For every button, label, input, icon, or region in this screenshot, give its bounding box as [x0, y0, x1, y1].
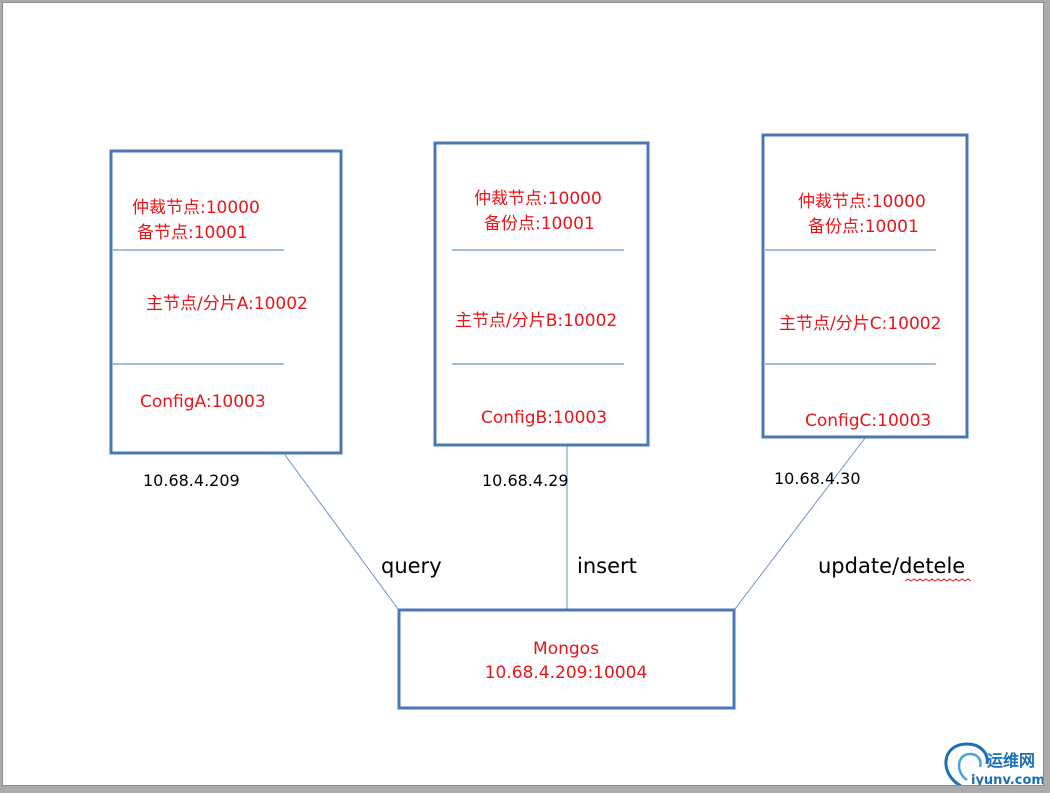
- shard-node-a-box: [109, 149, 343, 455]
- watermark-logo: 运维网 iyunv.com: [944, 742, 1044, 786]
- mongos-address: 10.68.4.209:10004: [485, 663, 648, 683]
- watermark-swirl-icon: [944, 742, 989, 785]
- shard-a-config: ConfigA:10003: [140, 392, 266, 412]
- shard-a-ip: 10.68.4.209: [143, 471, 240, 490]
- shard-b-config: ConfigB:10003: [481, 408, 607, 428]
- architecture-diagram: 仲裁节点:10000 备节点:10001 主节点/分片A:10002 Confi…: [109, 133, 1044, 786]
- shard-node-c: 仲裁节点:10000 备份点:10001 主节点/分片C:10002 Confi…: [761, 133, 969, 439]
- shard-node-a: 仲裁节点:10000 备节点:10001 主节点/分片A:10002 Confi…: [109, 149, 343, 455]
- shard-a-arbiter: 仲裁节点:10000: [132, 198, 260, 218]
- shard-c-config: ConfigC:10003: [805, 411, 931, 431]
- connector-shard-a-mongos: [284, 454, 399, 610]
- shard-node-b-box: [433, 141, 650, 447]
- spellcheck-underline: [904, 578, 972, 582]
- shard-a-primary: 主节点/分片A:10002: [146, 294, 308, 314]
- watermark-name: 运维网: [987, 751, 1035, 770]
- shard-c-backup: 备份点:10001: [808, 217, 919, 237]
- shard-c-primary: 主节点/分片C:10002: [779, 314, 941, 334]
- shard-c-arbiter: 仲裁节点:10000: [798, 192, 926, 212]
- watermark-domain: iyunv.com: [971, 773, 1044, 786]
- operation-query-label: query: [381, 554, 442, 578]
- mongos-name: Mongos: [533, 639, 599, 659]
- shard-c-ip: 10.68.4.30: [774, 469, 861, 488]
- shard-b-ip: 10.68.4.29: [482, 471, 569, 490]
- operation-update-delete-label: update/detele: [818, 554, 965, 578]
- shard-b-primary: 主节点/分片B:10002: [455, 311, 617, 331]
- shard-node-c-box: [761, 133, 969, 439]
- shard-b-backup: 备份点:10001: [484, 214, 595, 234]
- mongos-node: Mongos 10.68.4.209:10004: [397, 608, 736, 710]
- shard-b-arbiter: 仲裁节点:10000: [474, 189, 602, 209]
- mongos-node-box: [397, 608, 736, 710]
- connector-shard-c-mongos: [734, 437, 866, 610]
- shard-a-backup: 备节点:10001: [137, 223, 248, 243]
- shard-node-b: 仲裁节点:10000 备份点:10001 主节点/分片B:10002 Confi…: [433, 141, 650, 447]
- operation-insert-label: insert: [577, 554, 637, 578]
